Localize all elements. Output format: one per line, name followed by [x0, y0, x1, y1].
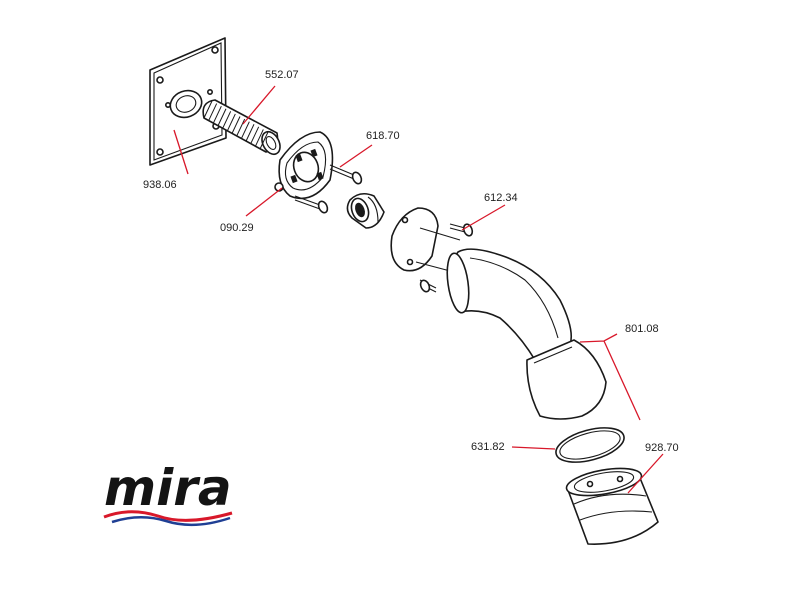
thread-line — [231, 116, 241, 134]
o-ring-seal — [555, 427, 625, 463]
part-label-090-29: 090.29 — [220, 222, 254, 234]
logo-wave-red — [103, 510, 233, 522]
mira-logo-wordmark: mira — [104, 459, 232, 517]
wall-mounting-plate — [149, 37, 227, 166]
leader-928-70 — [627, 453, 664, 494]
thread-line — [240, 121, 250, 139]
part-labels: 552.07 938.06 618.70 090.29 612.34 801.0… — [143, 69, 679, 454]
thread-line — [245, 124, 255, 142]
tube-thread-lines — [203, 100, 269, 150]
thread-line — [203, 100, 213, 119]
leader-552-07 — [242, 85, 276, 125]
leader-lines — [173, 85, 664, 494]
leader-938-06 — [173, 129, 189, 175]
leader-090-29 — [245, 187, 283, 217]
thread-line — [217, 108, 227, 126]
screw-lower-elbow — [419, 279, 437, 293]
spray-head-cap — [565, 467, 659, 545]
elbow-flange — [390, 207, 461, 273]
mounting-flange — [274, 131, 334, 200]
mira-logo: mira — [103, 459, 233, 527]
screw-lower-flange — [294, 195, 329, 214]
screw-618-70 — [329, 164, 363, 185]
part-label-801-08: 801.08 — [625, 323, 659, 335]
part-label-612-34: 612.34 — [484, 192, 518, 204]
thread-line — [259, 131, 269, 150]
part-label-631-82: 631.82 — [471, 441, 505, 453]
shower-elbow-body — [446, 248, 607, 420]
part-label-618-70: 618.70 — [366, 130, 400, 142]
part-label-552-07: 552.07 — [265, 69, 299, 81]
threaded-tube — [202, 99, 281, 156]
connector-nut — [346, 192, 385, 229]
leader-612-34 — [461, 204, 506, 231]
leader-631-82 — [511, 446, 556, 450]
leader-618-70 — [339, 144, 373, 168]
thread-line — [236, 118, 246, 137]
thread-line — [212, 105, 222, 124]
thread-line — [226, 113, 236, 132]
thread-line — [208, 103, 218, 121]
leader-801-08 — [579, 333, 641, 421]
logo-wave-blue — [111, 516, 231, 527]
part-label-938-06: 938.06 — [143, 179, 177, 191]
thread-line — [250, 126, 260, 145]
thread-line — [222, 111, 232, 129]
part-label-928-70: 928.70 — [645, 442, 679, 454]
thread-line — [254, 129, 264, 147]
